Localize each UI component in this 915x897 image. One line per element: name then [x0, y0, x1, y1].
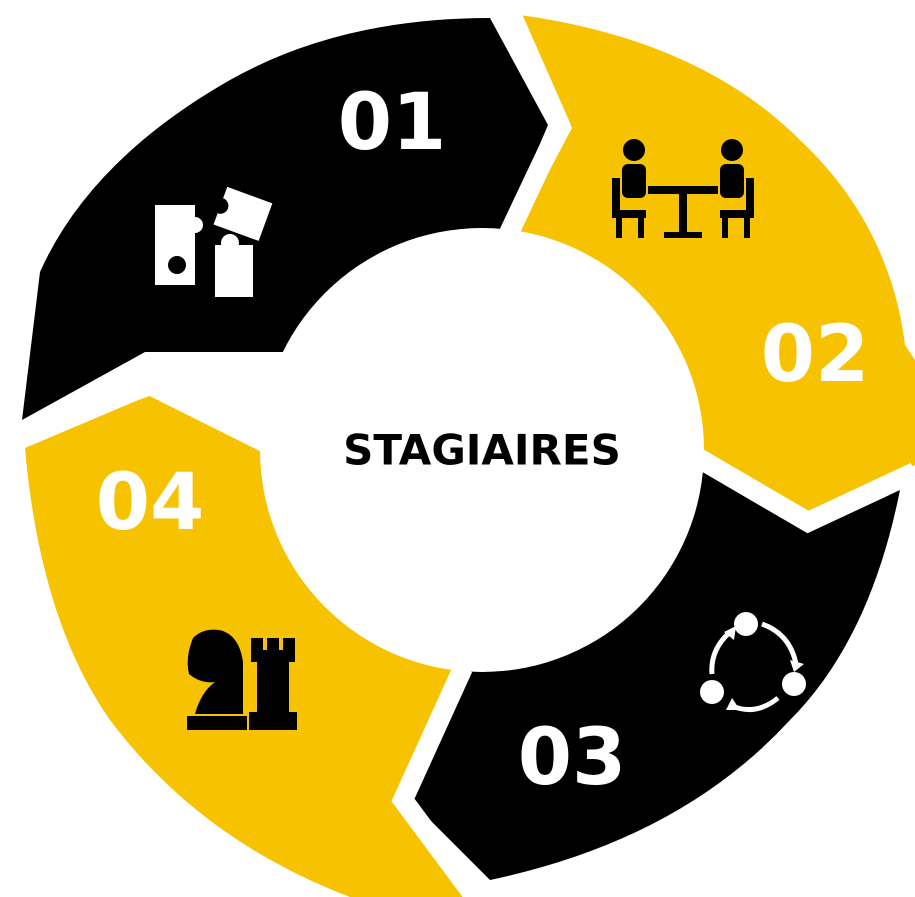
puzzle-icon [155, 186, 273, 297]
segment-01-number: 01 [338, 78, 447, 168]
segment-02-number: 02 [761, 310, 870, 400]
chess-icon [187, 629, 297, 730]
segment-03: 03 [410, 462, 900, 880]
segment-01: 01 [22, 18, 548, 420]
separators [16, 0, 915, 897]
segment-04-number: 04 [96, 458, 205, 548]
segment-04-shape [25, 395, 470, 897]
separator-top [490, 0, 571, 257]
segment-03-shape [410, 462, 900, 880]
cycle-icon [700, 612, 806, 713]
segment-01-shape [22, 18, 548, 420]
separator-right [682, 443, 915, 534]
separator-left [16, 374, 273, 453]
segment-02: 02 [510, 15, 915, 513]
meeting-icon [612, 139, 754, 238]
segment-03-number: 03 [518, 713, 627, 803]
segment-04: 04 [25, 395, 470, 897]
center-circle [260, 228, 704, 672]
separator-bottom [391, 663, 484, 897]
segment-02-shape [510, 15, 915, 513]
center-label: STAGIAIRES [343, 426, 621, 475]
